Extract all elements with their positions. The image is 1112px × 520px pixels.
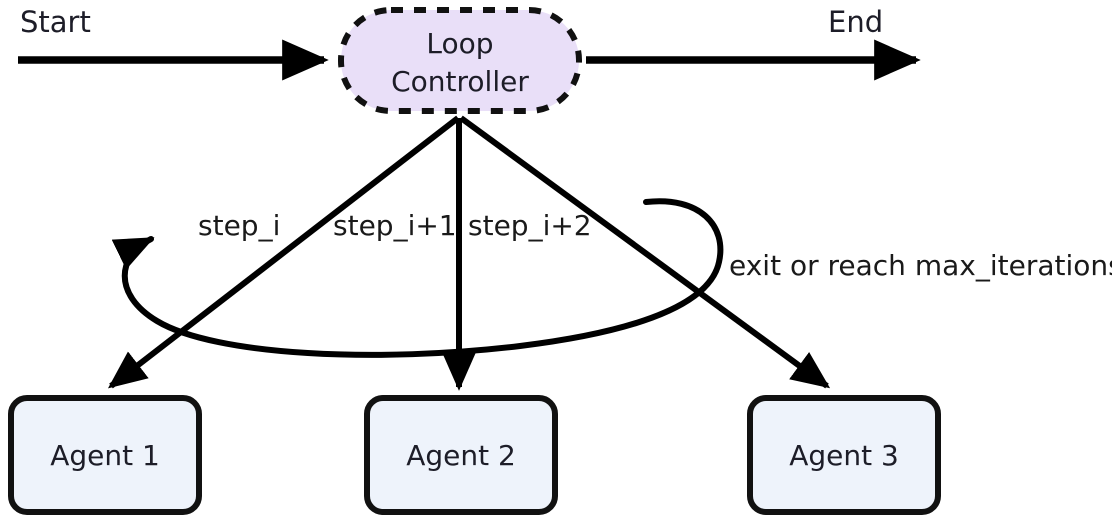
edge-controller-to-agent3 [459, 115, 831, 389]
agent-3-label: Agent 3 [789, 439, 899, 472]
edge-label-step-i: step_i [198, 209, 280, 242]
end-label: End [828, 5, 883, 39]
edge-controller-to-agent1 [107, 115, 460, 389]
loop-controller-label-line1: Loop [426, 27, 493, 60]
agent-2-box[interactable] [364, 395, 558, 515]
edge-label-step-i-plus-2: step_i+2 [468, 209, 592, 242]
agent-2-label: Agent 2 [406, 439, 516, 472]
agent-1-box[interactable] [8, 395, 202, 515]
loop-controller-node[interactable] [338, 7, 582, 114]
edge-label-exit-condition: exit or reach max_iterations ? [729, 249, 1112, 282]
start-label: Start [20, 5, 91, 39]
agent-1-label: Agent 1 [50, 439, 160, 472]
edge-label-step-i-plus-1: step_i+1 [333, 209, 457, 242]
feedback-loop-curve [111, 198, 724, 358]
agent-3-box[interactable] [747, 395, 941, 515]
loop-controller-label-line2: Controller [391, 65, 529, 98]
